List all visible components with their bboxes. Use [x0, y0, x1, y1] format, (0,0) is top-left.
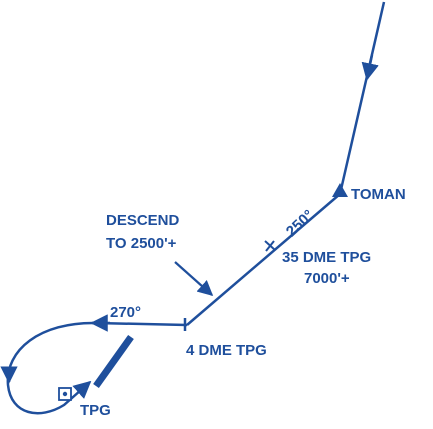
runway-icon	[93, 334, 134, 389]
route-segment-outbound	[186, 193, 341, 326]
vor-station-icon	[58, 387, 72, 401]
waypoint-label: TOMAN	[351, 186, 406, 203]
turn-course-label: 270°	[110, 304, 141, 321]
dme-35-tick-icon	[264, 240, 276, 252]
descend-label-line1: DESCEND	[106, 212, 180, 229]
route-arrow-icon	[361, 54, 379, 81]
altitude-7000-label: 7000'+	[304, 270, 350, 287]
vor-label: TPG	[80, 402, 111, 419]
outbound-course-label: 250°	[283, 207, 317, 241]
descend-label-line2: TO 2500'+	[106, 235, 177, 252]
procedure-turn-path	[6, 321, 188, 415]
dme-4-label: 4 DME TPG	[186, 342, 267, 359]
triangle-fix-icon	[332, 183, 348, 197]
descend-pointer-arrow-icon	[174, 261, 214, 297]
dme-35-label: 35 DME TPG	[282, 249, 371, 266]
route-segment-inbound	[338, 1, 386, 195]
